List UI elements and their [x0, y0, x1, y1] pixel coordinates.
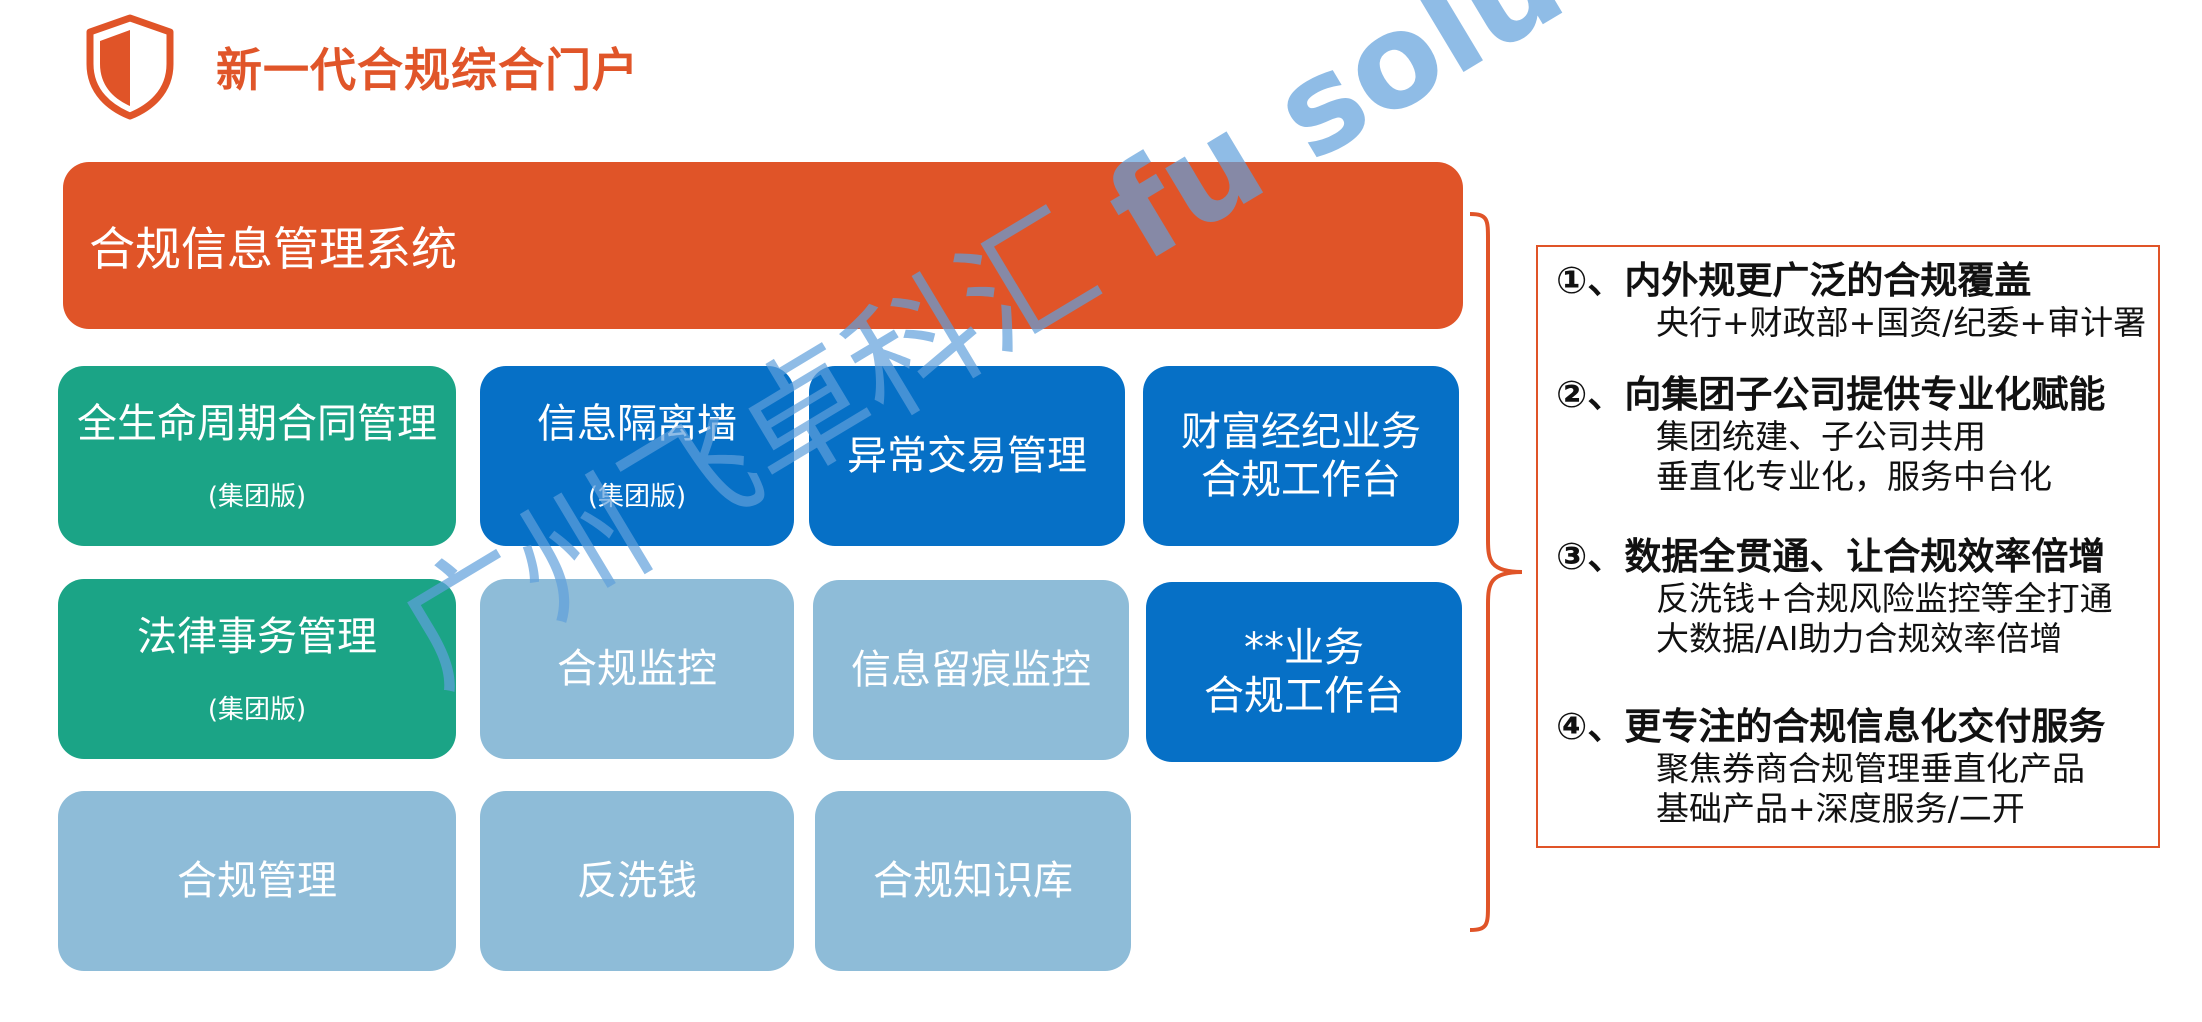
- point-head: ④、更专注的合规信息化交付服务: [1556, 705, 2106, 748]
- point-item: ①、内外规更广泛的合规覆盖 央行+财政部+国资/纪委+审计署: [1556, 259, 2158, 343]
- point-item: ②、向集团子公司提供专业化赋能 集团统建、子公司共用 垂直化专业化，服务中台化: [1556, 373, 2158, 497]
- tile-label: 合规知识库: [873, 858, 1073, 904]
- point-item: ③、数据全贯通、让合规效率倍增 反洗钱+合规风险监控等全打通 大数据/AI助力合…: [1556, 535, 2158, 659]
- point-line: 集团统建、子公司共用: [1656, 417, 1986, 456]
- tile-label: 合规监控: [557, 646, 717, 692]
- tile-label: 财富经纪业务 合规工作台: [1181, 409, 1421, 503]
- point-line: 聚焦券商合规管理垂直化产品: [1656, 749, 2085, 788]
- point-line: 基础产品+深度服务/二开: [1656, 789, 2025, 828]
- tile-knowledge-base[interactable]: 合规知识库: [815, 791, 1131, 971]
- tile-contract-management[interactable]: 全生命周期合同管理 (集团版): [58, 366, 456, 546]
- system-banner-label: 合规信息管理系统: [89, 221, 457, 276]
- point-line: 垂直化专业化，服务中台化: [1656, 457, 2052, 496]
- tile-wealth-workbench[interactable]: 财富经纪业务 合规工作台: [1143, 366, 1459, 546]
- tile-compliance-monitor[interactable]: 合规监控: [480, 579, 794, 759]
- right-brace-icon: [1469, 212, 1523, 932]
- tile-business-workbench[interactable]: **业务 合规工作台: [1146, 582, 1462, 762]
- tile-label: 异常交易管理: [847, 433, 1087, 479]
- tile-label: 法律事务管理: [137, 613, 377, 660]
- tile-label: 信息留痕监控: [851, 647, 1091, 693]
- tile-legal-affairs[interactable]: 法律事务管理 (集团版): [58, 579, 456, 759]
- tile-anti-money-laundering[interactable]: 反洗钱: [480, 791, 794, 971]
- tile-sub: (集团版): [587, 481, 687, 512]
- point-item: ④、更专注的合规信息化交付服务 聚焦券商合规管理垂直化产品 基础产品+深度服务/…: [1556, 705, 2158, 829]
- point-head: ①、内外规更广泛的合规覆盖: [1556, 259, 2032, 302]
- tile-sub: (集团版): [207, 694, 307, 725]
- point-line: 反洗钱+合规风险监控等全打通: [1656, 579, 2113, 618]
- point-line: 大数据/AI助力合规效率倍增: [1656, 619, 2063, 658]
- tile-label: 信息隔离墙: [537, 400, 737, 447]
- tile-trace-monitor[interactable]: 信息留痕监控: [813, 580, 1129, 760]
- tile-abnormal-trade[interactable]: 异常交易管理: [809, 366, 1125, 546]
- page-title: 新一代合规综合门户: [216, 43, 639, 97]
- tile-label: 合规管理: [177, 858, 337, 904]
- tile-compliance-management[interactable]: 合规管理: [58, 791, 456, 971]
- point-head: ③、数据全贯通、让合规效率倍增: [1556, 535, 2106, 578]
- tile-label: 全生命周期合同管理: [77, 400, 437, 447]
- tile-label: **业务 合规工作台: [1204, 625, 1404, 719]
- system-banner: 合规信息管理系统: [63, 162, 1463, 329]
- advantages-panel: ①、内外规更广泛的合规覆盖 央行+财政部+国资/纪委+审计署 ②、向集团子公司提…: [1536, 245, 2160, 848]
- tile-label: 反洗钱: [577, 858, 697, 904]
- point-line: 央行+财政部+国资/纪委+审计署: [1656, 303, 2147, 342]
- shield-icon: [86, 14, 174, 120]
- tile-sub: (集团版): [207, 481, 307, 512]
- tile-info-barrier[interactable]: 信息隔离墙 (集团版): [480, 366, 794, 546]
- point-head: ②、向集团子公司提供专业化赋能: [1556, 373, 2106, 416]
